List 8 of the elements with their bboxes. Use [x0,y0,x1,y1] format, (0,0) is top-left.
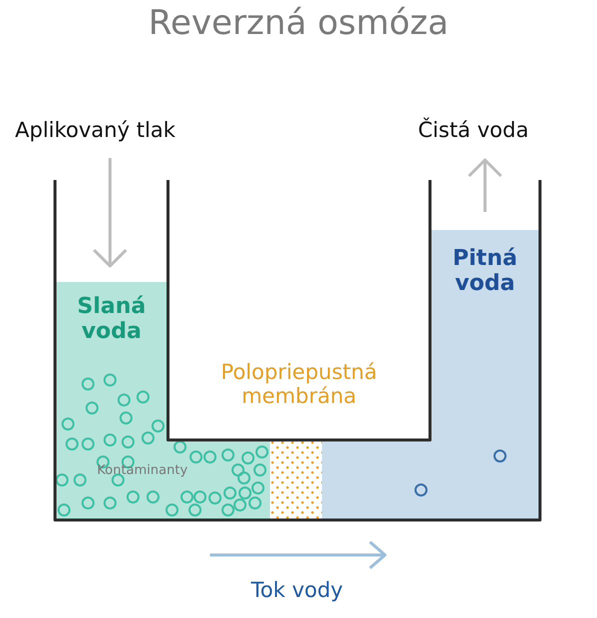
contaminant-label: Kontaminanty [97,464,189,479]
water-label: Slaná voda [76,294,147,345]
title: Reverzná osmóza [147,4,450,44]
flow-label: Tok vody [250,578,344,602]
water-label: Pitná voda [452,246,518,297]
output-label: Čistá voda [418,118,529,142]
pressure-label: Aplikovaný tlak [15,118,176,142]
membrane-label: Polopriepustná membrána [220,360,378,408]
